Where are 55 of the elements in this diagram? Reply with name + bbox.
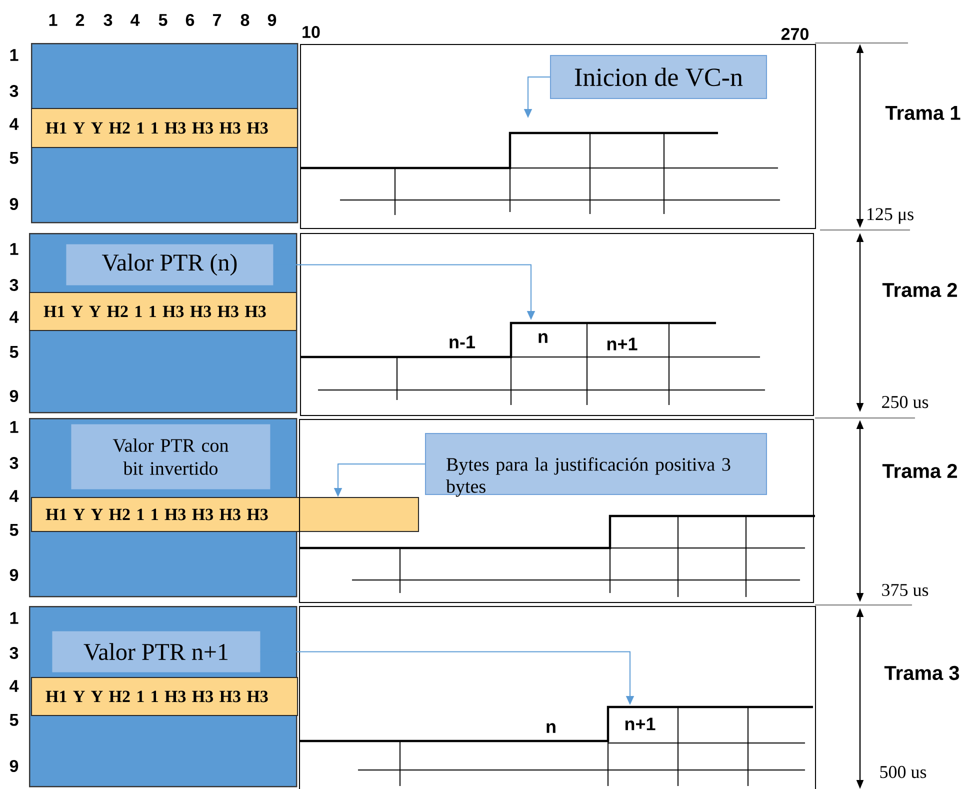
callout-box: Valor PTR (n) (66, 244, 274, 286)
row-number: 5 (10, 346, 18, 358)
row-number: 3 (10, 278, 18, 292)
frame-label: Trama 2 (882, 464, 957, 478)
frame-label: Trama 2 (882, 282, 957, 298)
callout-box: Valor PTR n+1 (52, 631, 260, 672)
frame-label: Trama 3 (884, 666, 960, 680)
pointer-bar: H1 Y Y H2 1 1 H3 H3 H3 H3 (29, 292, 297, 331)
payload-frame (299, 419, 814, 603)
pointer-bar: H1 Y Y H2 1 1 H3 H3 H3 H3 (31, 677, 298, 716)
byte-label: n-1 (450, 336, 476, 348)
row-number: 1 (10, 612, 18, 624)
time-label: 125 μs (868, 208, 914, 224)
row-number: 1 (10, 49, 18, 61)
column-number: 2 (76, 14, 84, 26)
row-number: 9 (10, 760, 18, 772)
callout-box: Valor PTR con bit invertido (71, 424, 270, 490)
payload-frame (300, 44, 816, 229)
byte-label: n+1 (607, 338, 638, 350)
column-number: 4 (130, 14, 140, 26)
row-number: 5 (10, 524, 18, 536)
byte-label: n (538, 333, 548, 343)
payload-frame (299, 606, 816, 789)
row-number: 1 (10, 421, 18, 433)
column-number: 1 (49, 14, 58, 26)
time-label: 250 us (882, 396, 928, 408)
column-number: 10 (302, 26, 320, 38)
callout-box: Bytes para la justificación positiva 3 bytes (425, 433, 767, 497)
column-number: 3 (104, 14, 112, 26)
byte-label: n+1 (625, 718, 656, 730)
column-number: 270 (781, 28, 808, 40)
column-number: 5 (158, 14, 168, 26)
row-number: 3 (10, 84, 18, 98)
column-number: 9 (268, 14, 276, 26)
time-label: 500 us (880, 766, 926, 778)
column-number: 8 (240, 14, 250, 26)
row-number: 3 (10, 646, 18, 660)
time-label: 375 us (882, 584, 928, 596)
column-number: 7 (213, 14, 221, 26)
row-number: 1 (10, 243, 18, 255)
pointer-bar: H1 Y Y H2 1 1 H3 H3 H3 H3 (31, 497, 419, 532)
row-number: 5 (10, 714, 18, 726)
row-number: 9 (10, 390, 18, 402)
column-number: 6 (186, 14, 194, 26)
row-number: 4 (10, 680, 19, 692)
byte-label: n (546, 723, 556, 733)
row-number: 5 (10, 152, 18, 164)
row-number: 3 (10, 456, 18, 470)
row-number: 9 (10, 568, 18, 582)
pointer-bar: H1 Y Y H2 1 1 H3 H3 H3 H3 (31, 108, 298, 148)
row-number: 9 (10, 198, 18, 210)
frame-label: Trama 1 (885, 106, 960, 120)
callout-box: Inicion de VC-n (550, 55, 767, 99)
row-number: 4 (10, 490, 19, 502)
payload-frame (300, 233, 814, 416)
